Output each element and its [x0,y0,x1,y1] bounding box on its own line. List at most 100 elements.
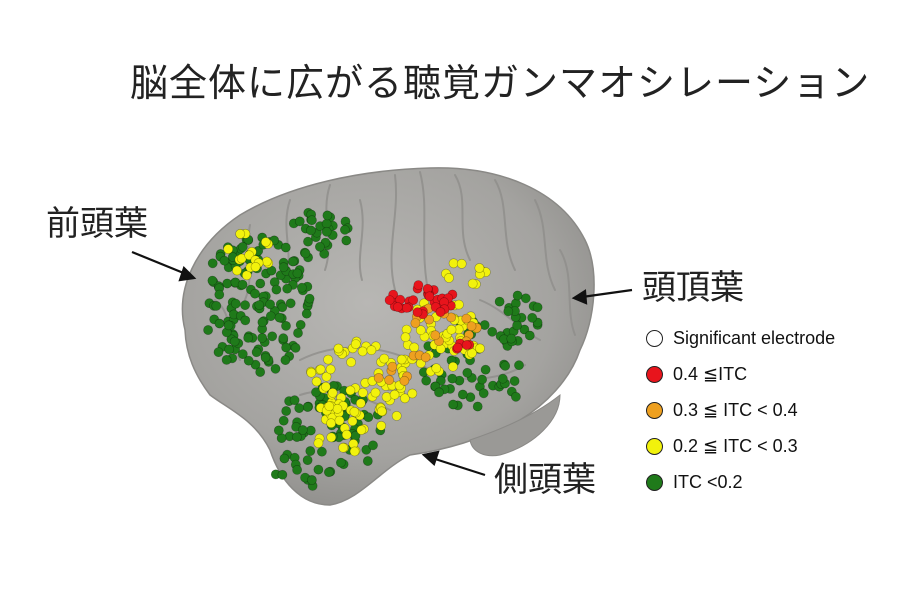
electrode-dot [237,241,248,252]
electrode-dot [271,284,282,295]
electrode-dot [357,387,368,398]
legend-label: Significant electrode [673,327,836,348]
electrode-dot [319,248,330,259]
electrode-dot [302,402,313,412]
electrode-dot [279,453,290,464]
electrode-dot [345,385,356,396]
electrode-dot [292,268,303,279]
legend-swatch [646,473,663,491]
electrode-dot [257,332,268,343]
legend-label: ITC <0.2 [673,471,743,492]
electrode-dot [424,291,435,302]
electrode-dot [370,387,381,398]
electrode-dot [304,293,315,304]
electrode-dot [409,342,420,353]
electrode-dot [292,464,302,475]
electrode-dot [315,364,326,375]
label-frontal-lobe: 前頭葉 [46,204,148,244]
electrode-dot [229,336,240,347]
electrode-dot [478,388,489,399]
electrode-dot [278,262,289,273]
electrode-dot [376,420,387,431]
electrode-dot [399,393,410,404]
electrode-dot [313,464,324,475]
electrode-dot [296,282,307,293]
arrow-parietal [581,288,633,299]
electrode-dot [384,295,395,305]
electrode-dot [305,446,316,456]
electrode-dot [278,333,289,344]
electrode-dot [453,299,464,310]
electrode-dot [237,349,248,359]
electrode-dot [278,415,289,426]
electrode-dot [532,302,543,313]
electrode-dot [221,354,232,365]
electrode-dot [281,320,291,331]
electrode-dot [497,373,508,384]
electrode-dot [487,326,498,337]
electrode-dot [466,321,477,332]
electrode-dot [290,342,301,353]
electrode-dot [211,300,222,311]
electrode-layer [203,207,543,491]
arrow-temporal [431,456,486,477]
electrode-dot [244,250,255,261]
electrode-dot [430,330,441,341]
electrode-dot [401,302,412,313]
electrode-dot [323,354,333,365]
electrode-dot [260,237,271,247]
electrode-dot [333,343,344,354]
electrode-dot [347,416,358,427]
electrode-dot [524,330,535,341]
electrode-dot [373,372,384,383]
legend-swatch [646,437,663,455]
electrode-dot [448,258,459,269]
legend-swatch [646,401,663,419]
arrowhead-parietal [571,289,588,305]
electrode-dot [277,302,288,313]
electrode-dot [412,307,423,318]
electrode-dot [512,290,523,301]
electrode-dot [293,328,303,338]
electrode-dot [467,278,478,289]
electrode-dot [321,226,332,237]
electrode-dot [207,275,218,286]
electrode-dot [311,376,322,387]
electrode-dot [512,320,522,331]
legend-item: 0.2 ≦ ITC < 0.3 [646,428,908,464]
electrode-dot [213,347,224,357]
electrode-dot [207,258,218,269]
electrode-dot [261,256,272,267]
electrode-dot [300,248,311,259]
electrode-dot [494,296,505,307]
legend-label: 0.3 ≦ ITC < 0.4 [673,399,798,420]
electrode-dot [349,446,360,457]
electrode-dot [384,375,395,385]
electrode-dot [368,440,378,451]
electrode-dot [462,367,473,378]
electrode-dot [232,265,242,276]
electrode-dot [251,347,262,358]
electrode-dot [280,242,291,253]
electrode-dot [349,406,360,417]
electrode-dot [334,415,345,426]
electrode-dot [219,255,230,266]
electrode-dot [435,307,446,317]
electrode-dot [326,418,336,429]
electrode-dot [446,324,457,335]
electrode-dot [291,432,302,442]
electrode-dot [387,361,398,372]
electrode-dot [265,311,276,321]
legend-swatch [646,329,663,347]
legend-item: Significant electrode [646,320,908,356]
electrode-dot [322,210,333,221]
electrode-dot [363,412,374,423]
electrode-dot [362,456,373,466]
electrode-dot [260,352,271,363]
electrode-dot [327,387,338,398]
electrode-dot [255,367,266,377]
electrode-dot [255,278,266,289]
electrode-dot [472,401,483,412]
electrode-dot [265,299,275,310]
